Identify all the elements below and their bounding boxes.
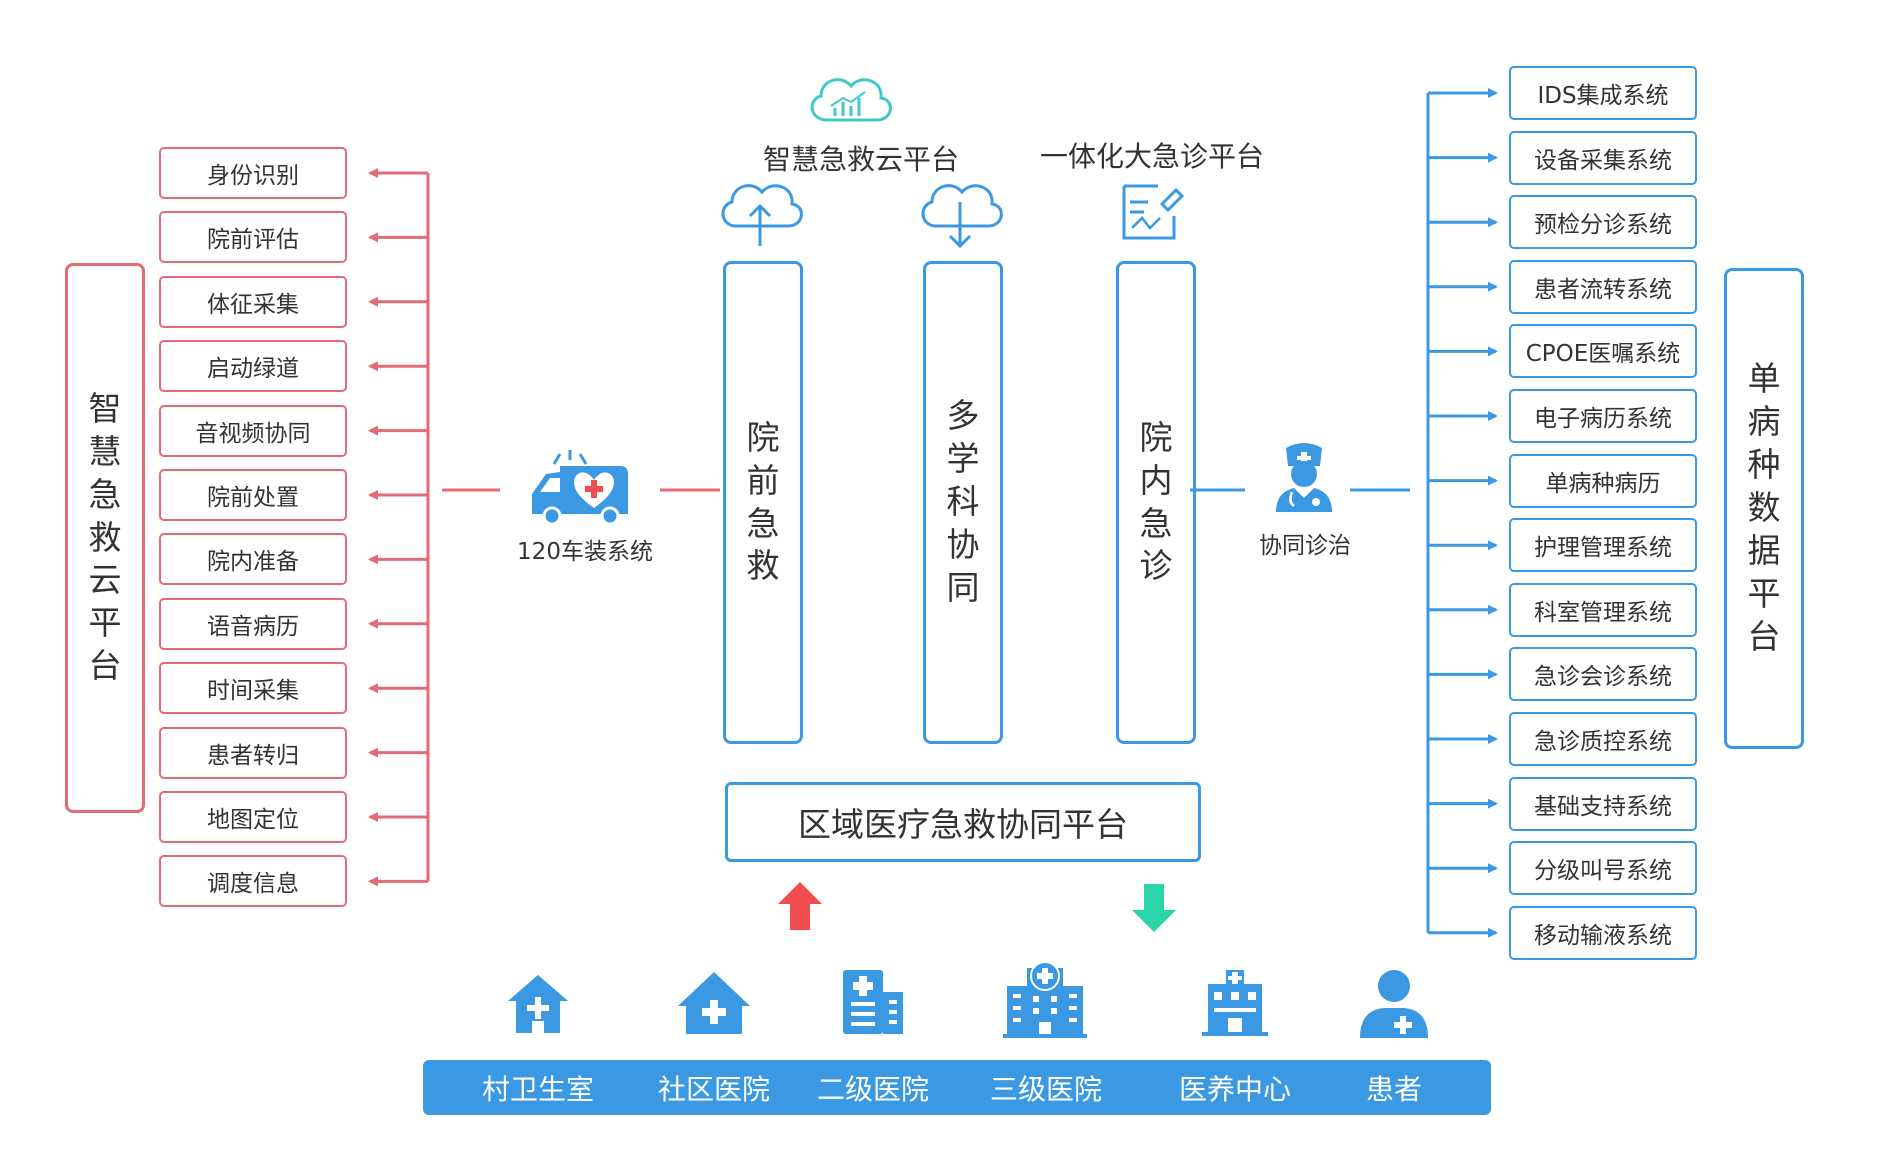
vertical-char: 院	[746, 417, 780, 457]
institution-label: 医养中心	[1178, 1072, 1291, 1106]
vertical-char: 数	[1747, 488, 1781, 528]
right-system-item: 预检分诊系统	[1509, 195, 1697, 250]
left-module-item: 体征采集	[159, 275, 347, 328]
vertical-char: 单	[1747, 359, 1781, 399]
vertical-char: 台	[1747, 616, 1781, 656]
vertical-char: 前	[746, 460, 780, 500]
regional-platform-title: 区域医疗急救协同平台	[798, 805, 1128, 844]
right-system-item: 移动输液系统	[1509, 905, 1697, 960]
column-in-hospital: 院内急诊	[1116, 261, 1196, 744]
upload-arrow-icon	[778, 882, 822, 930]
left-module-item: 身份识别	[159, 147, 347, 199]
right-system-item: 患者流转系统	[1509, 259, 1697, 314]
vertical-char: 急	[746, 503, 780, 543]
vertical-char: 台	[88, 646, 122, 686]
right-system-item: 急诊质控系统	[1509, 712, 1697, 766]
right-system-item: 护理管理系统	[1509, 518, 1697, 573]
doctor-icon	[1276, 443, 1332, 512]
vertical-char: 协	[946, 524, 980, 564]
cloud-download-icon	[921, 184, 1003, 249]
institution-bar	[423, 1060, 1491, 1115]
institution-label: 二级医院	[816, 1072, 929, 1106]
right-system-item: 电子病历系统	[1509, 389, 1697, 443]
right-system-item: 分级叫号系统	[1509, 841, 1697, 896]
ambulance-icon	[532, 450, 628, 526]
vertical-char: 多	[946, 396, 980, 436]
institution-label: 三级医院	[989, 1072, 1102, 1106]
right-system-item: 基础支持系统	[1509, 776, 1697, 831]
download-arrow-icon	[1132, 884, 1176, 932]
vertical-char: 平	[1747, 573, 1781, 613]
single-disease-data-platform-title: 单病种数据平台	[1724, 268, 1804, 749]
left-module-item: 院内准备	[159, 533, 347, 586]
document-edit-icon	[1122, 184, 1185, 240]
vertical-char: 智	[88, 388, 122, 428]
vertical-char: 学	[946, 439, 980, 479]
collaborative-diagnosis-label: 协同诊治	[1259, 533, 1351, 559]
column-multidisciplinary: 多学科协同	[923, 261, 1003, 744]
clinic-icon	[508, 975, 568, 1033]
left-module-item: 启动绿道	[159, 340, 347, 393]
vertical-char: 病	[1747, 402, 1781, 442]
right-system-item: CPOE医嘱系统	[1509, 324, 1697, 379]
right-system-item: 设备采集系统	[1509, 130, 1697, 185]
vertical-char: 同	[946, 567, 980, 607]
regional-platform-box: 区域医疗急救协同平台	[725, 782, 1201, 862]
vertical-char: 科	[946, 482, 980, 522]
vertical-char: 急	[1139, 503, 1173, 543]
vertical-char: 救	[746, 546, 780, 586]
cloud-platform-title: 智慧急救云平台	[763, 143, 960, 176]
right-system-item: IDS集成系统	[1509, 66, 1697, 120]
tertiary-hospital-icon	[1003, 961, 1087, 1038]
left-module-item: 音视频协同	[159, 404, 347, 457]
vertical-char: 救	[88, 517, 122, 557]
left-module-item: 语音病历	[159, 597, 347, 650]
institution-label: 患者	[1365, 1072, 1422, 1106]
right-system-item: 急诊会诊系统	[1509, 647, 1697, 702]
right-system-item: 科室管理系统	[1509, 582, 1697, 637]
er-platform-title: 一体化大急诊平台	[1040, 140, 1265, 173]
right-system-item: 单病种病历	[1509, 453, 1697, 508]
ambulance-system-label: 120车装系统	[517, 539, 653, 565]
secondary-hospital-icon	[843, 970, 903, 1034]
left-module-item: 时间采集	[159, 662, 347, 715]
vertical-char: 种	[1747, 445, 1781, 485]
vertical-char: 急	[88, 474, 122, 514]
left-module-item: 调度信息	[159, 855, 347, 908]
cloud-upload-icon	[721, 184, 803, 246]
vertical-char: 平	[88, 603, 122, 643]
community-hospital-icon	[678, 972, 750, 1034]
cloud-chart-icon	[810, 78, 892, 122]
institution-label: 村卫生室	[481, 1072, 594, 1106]
left-module-item: 地图定位	[159, 791, 347, 843]
left-module-item: 患者转归	[159, 726, 347, 779]
vertical-char: 内	[1139, 460, 1173, 500]
vertical-char: 慧	[88, 431, 122, 471]
care-center-icon	[1202, 970, 1268, 1036]
left-module-item: 院前处置	[159, 469, 347, 521]
column-pre-hospital: 院前急救	[723, 261, 803, 744]
institution-label: 社区医院	[657, 1072, 770, 1106]
vertical-char: 院	[1139, 417, 1173, 457]
vertical-char: 云	[88, 560, 122, 600]
vertical-char: 诊	[1139, 546, 1173, 586]
smart-emergency-cloud-platform-title: 智慧急救云平台	[65, 263, 145, 813]
patient-icon	[1360, 970, 1428, 1038]
left-module-item: 院前评估	[159, 211, 347, 264]
vertical-char: 据	[1747, 530, 1781, 570]
